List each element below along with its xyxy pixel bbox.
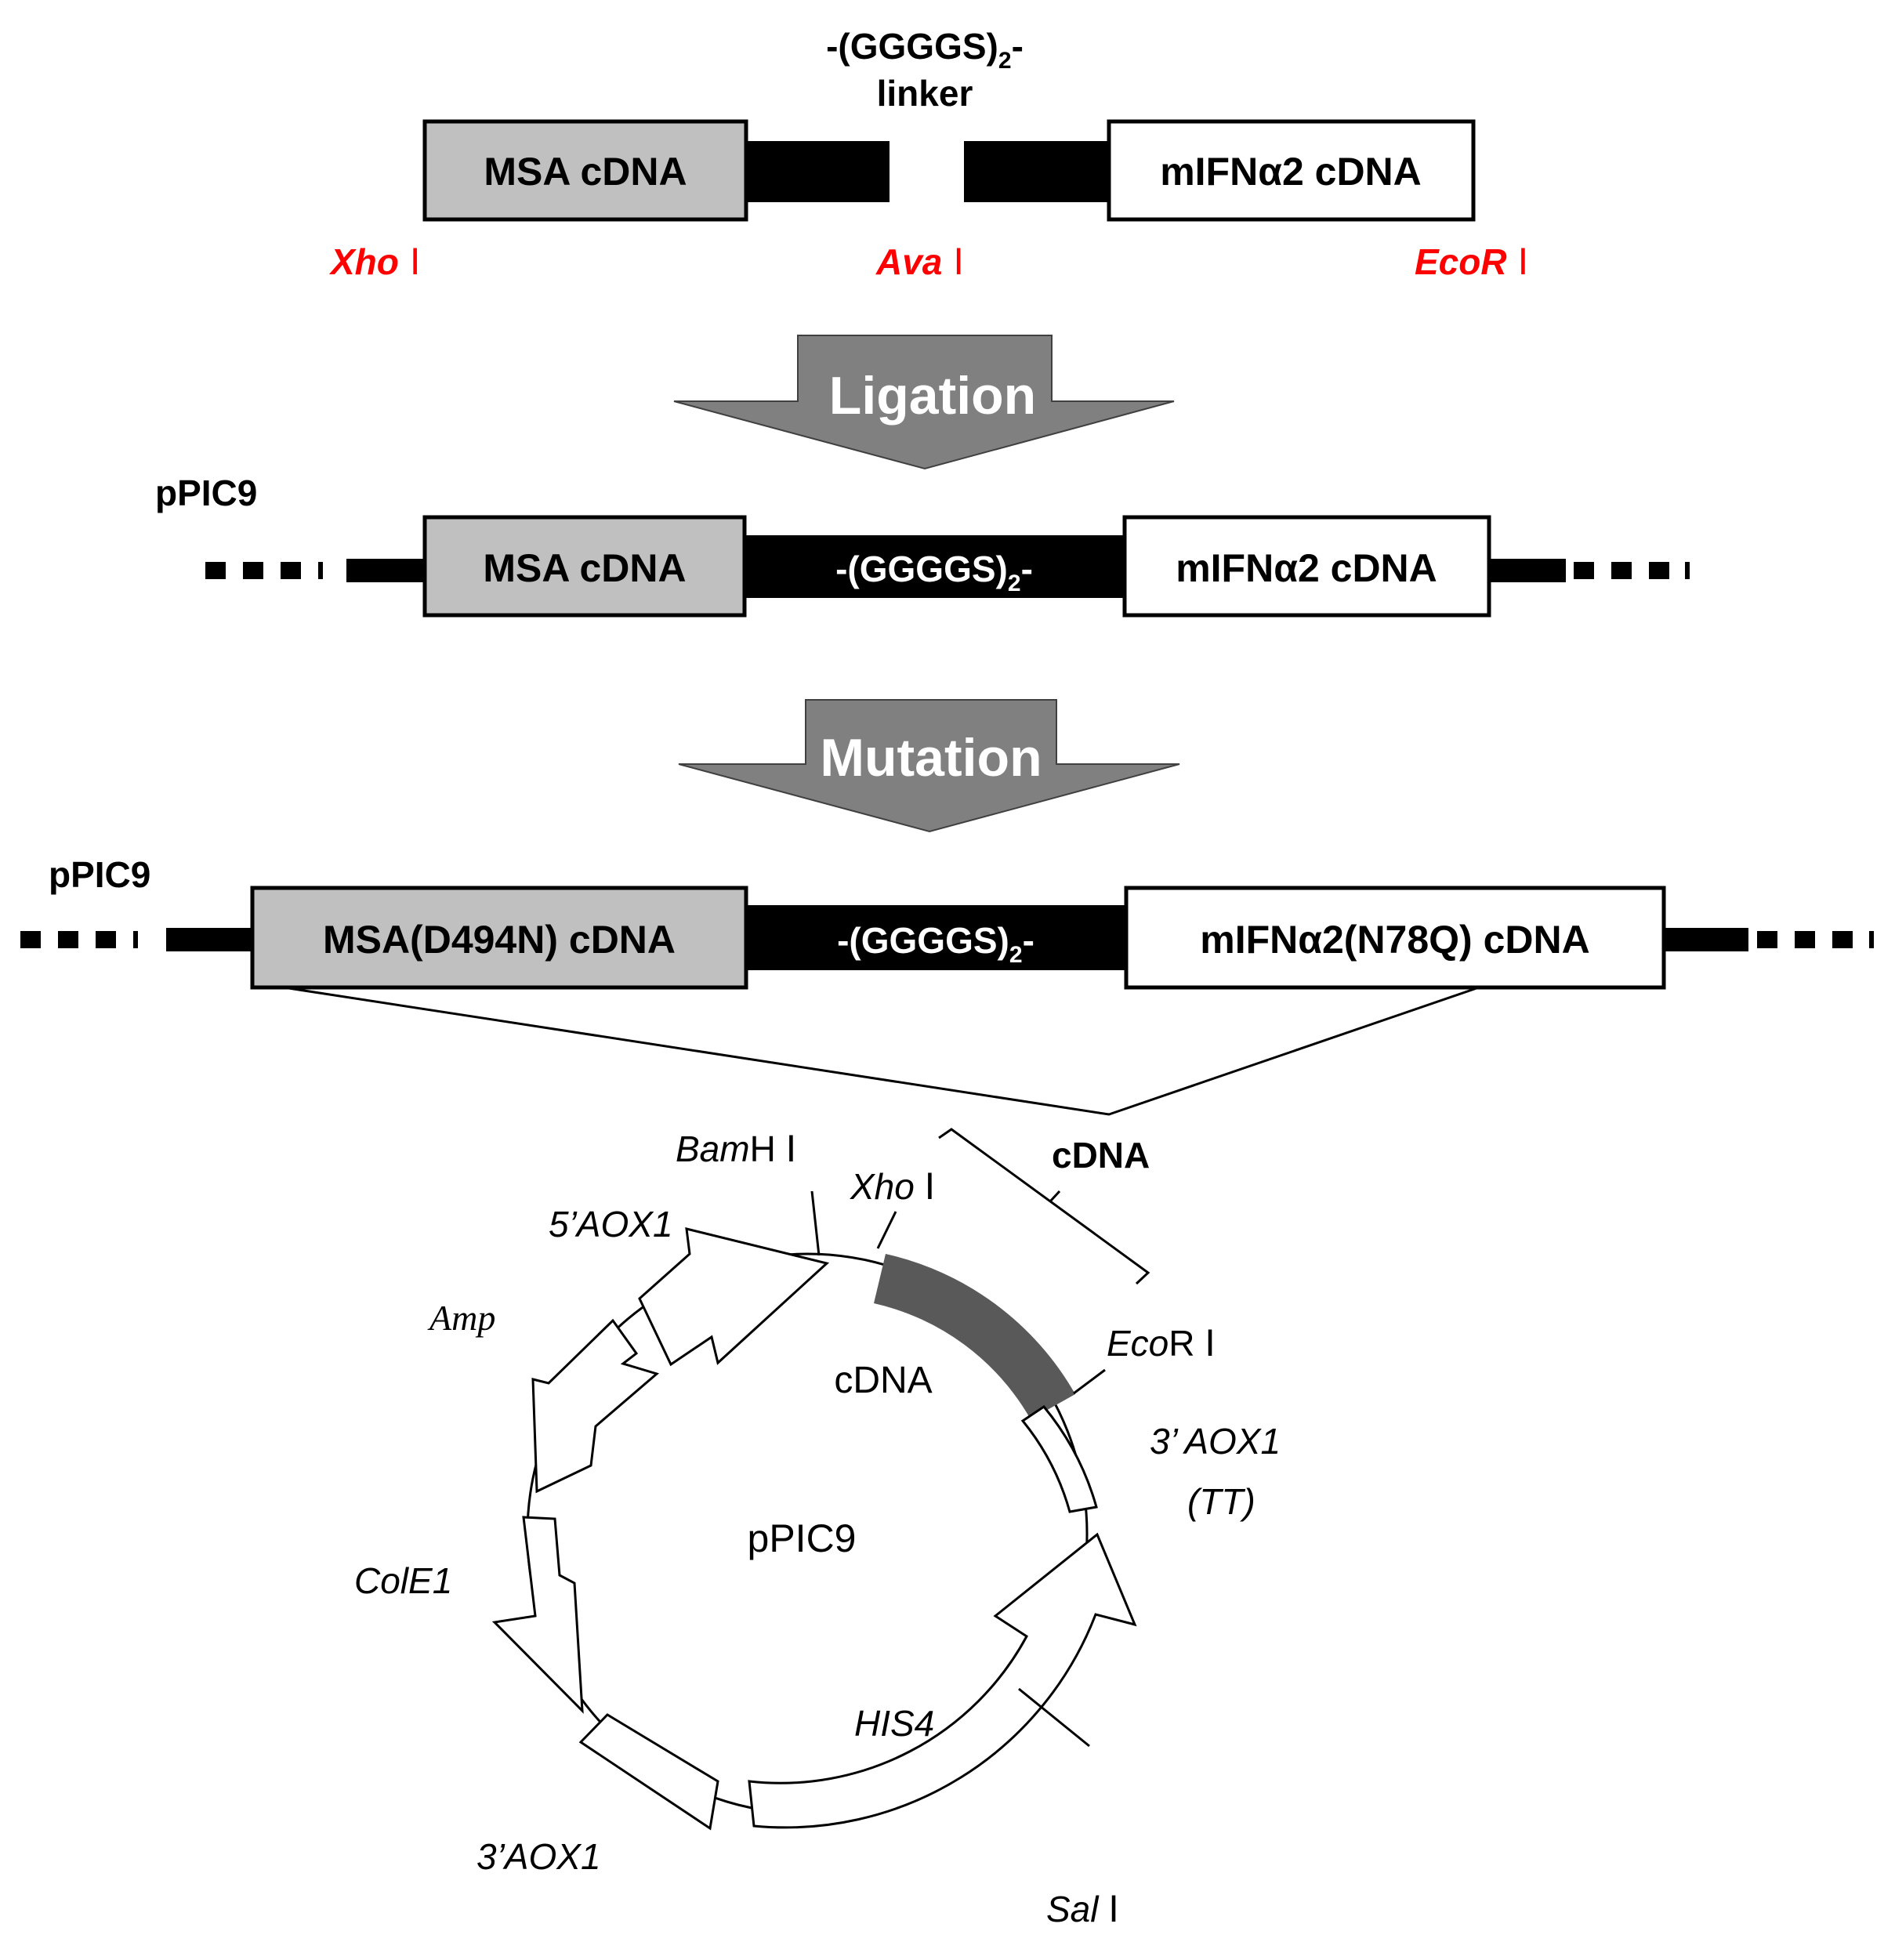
aox3-feature	[578, 1713, 719, 1831]
msa-mut-box	[250, 886, 748, 990]
stage3-construct: pPIC9 MSA(D494N) cDNA -(GGGGS)2- mIFNα2(…	[20, 854, 1874, 1116]
msa-cdna-label: MSA cDNA	[484, 150, 687, 194]
plasmid-name: pPIC9	[748, 1516, 857, 1560]
msa-cdna-box-2	[422, 515, 747, 618]
vector-dashes-right	[1489, 559, 1690, 582]
aox3tt-label-line2: (TT)	[1187, 1481, 1255, 1522]
sal-label: Sal Ⅰ	[1046, 1889, 1119, 1929]
linker-text-2: -(GGGGS)2-	[835, 549, 1033, 596]
mifn-mut-label: mIFNα2(N78Q) cDNA	[1200, 918, 1590, 962]
linker-right-bar	[964, 141, 1109, 202]
xho-label: Xho Ⅰ	[850, 1166, 935, 1207]
ppic9-label-2: pPIC9	[49, 854, 150, 895]
cdna-bracket-label: cDNA	[1052, 1135, 1150, 1176]
amp-label: Amp	[427, 1298, 495, 1338]
linker-label: -(GGGGS)2-	[826, 26, 1024, 74]
ligation-arrow: Ligation	[673, 335, 1175, 470]
ppic9-label-1: pPIC9	[155, 473, 257, 513]
linker-left-bar	[746, 141, 890, 202]
zoom-lines	[283, 986, 1480, 1116]
ecor-label: EcoR Ⅰ	[1107, 1323, 1216, 1364]
ecor-tick	[1073, 1368, 1106, 1395]
linker-bar-3	[746, 905, 1126, 970]
stage2-construct: pPIC9 MSA cDNA -(GGGGS)2- mIFNα2 cDNA	[155, 473, 1690, 618]
linker-label-line2: linker	[877, 73, 973, 114]
aox3tt-feature	[1020, 1405, 1098, 1513]
xho-tick	[876, 1211, 897, 1249]
amp-feature	[531, 1318, 660, 1494]
vector-dashes-left	[205, 559, 425, 582]
cdna-bracket-stem	[1049, 1190, 1061, 1203]
cole1-feature	[491, 1516, 584, 1714]
aox5-feature	[638, 1227, 830, 1367]
bamh-tick	[810, 1190, 821, 1256]
mifn-cdna-label: mIFNα2 cDNA	[1160, 150, 1422, 194]
sal-tick	[1018, 1687, 1090, 1748]
ligation-label: Ligation	[829, 366, 1036, 426]
linker-text-3: -(GGGGS)2-	[837, 920, 1034, 968]
cole1-label: ColE1	[354, 1560, 452, 1601]
msa-cdna-box	[422, 119, 748, 222]
mutation-label: Mutation	[820, 728, 1042, 788]
cdna-insert-label: cDNA	[834, 1360, 932, 1401]
aox3-label: 3’AOX1	[476, 1836, 601, 1877]
his4-feature	[748, 1532, 1137, 1829]
mifn-cdna-box	[1107, 119, 1476, 222]
his4-label: HIS4	[854, 1703, 934, 1744]
bamh-label: BamH Ⅰ	[676, 1129, 796, 1169]
plasmid-map: BamH Ⅰ Xho Ⅰ cDNA EcoR Ⅰ 5’AOX1 Amp cDNA…	[354, 1128, 1281, 1929]
cdna-insert-arc	[874, 1254, 1075, 1419]
msa-cdna-label-2: MSA cDNA	[483, 546, 686, 590]
vector-dashes-right-3	[1664, 928, 1874, 951]
stage1-fragments: -(GGGGS)2- linker MSA cDNA mIFNα2 cDNA X…	[328, 26, 1528, 282]
vector-dashes-left-3	[20, 928, 252, 951]
aox3tt-label-line1: 3’ AOX1	[1150, 1421, 1281, 1462]
mifn-cdna-label-2: mIFNα2 cDNA	[1176, 546, 1437, 590]
aox5-label: 5’AOX1	[549, 1204, 673, 1244]
linker-bar-2	[745, 535, 1125, 598]
msa-mut-label: MSA(D494N) cDNA	[323, 918, 676, 962]
mutation-arrow: Mutation	[678, 699, 1180, 833]
